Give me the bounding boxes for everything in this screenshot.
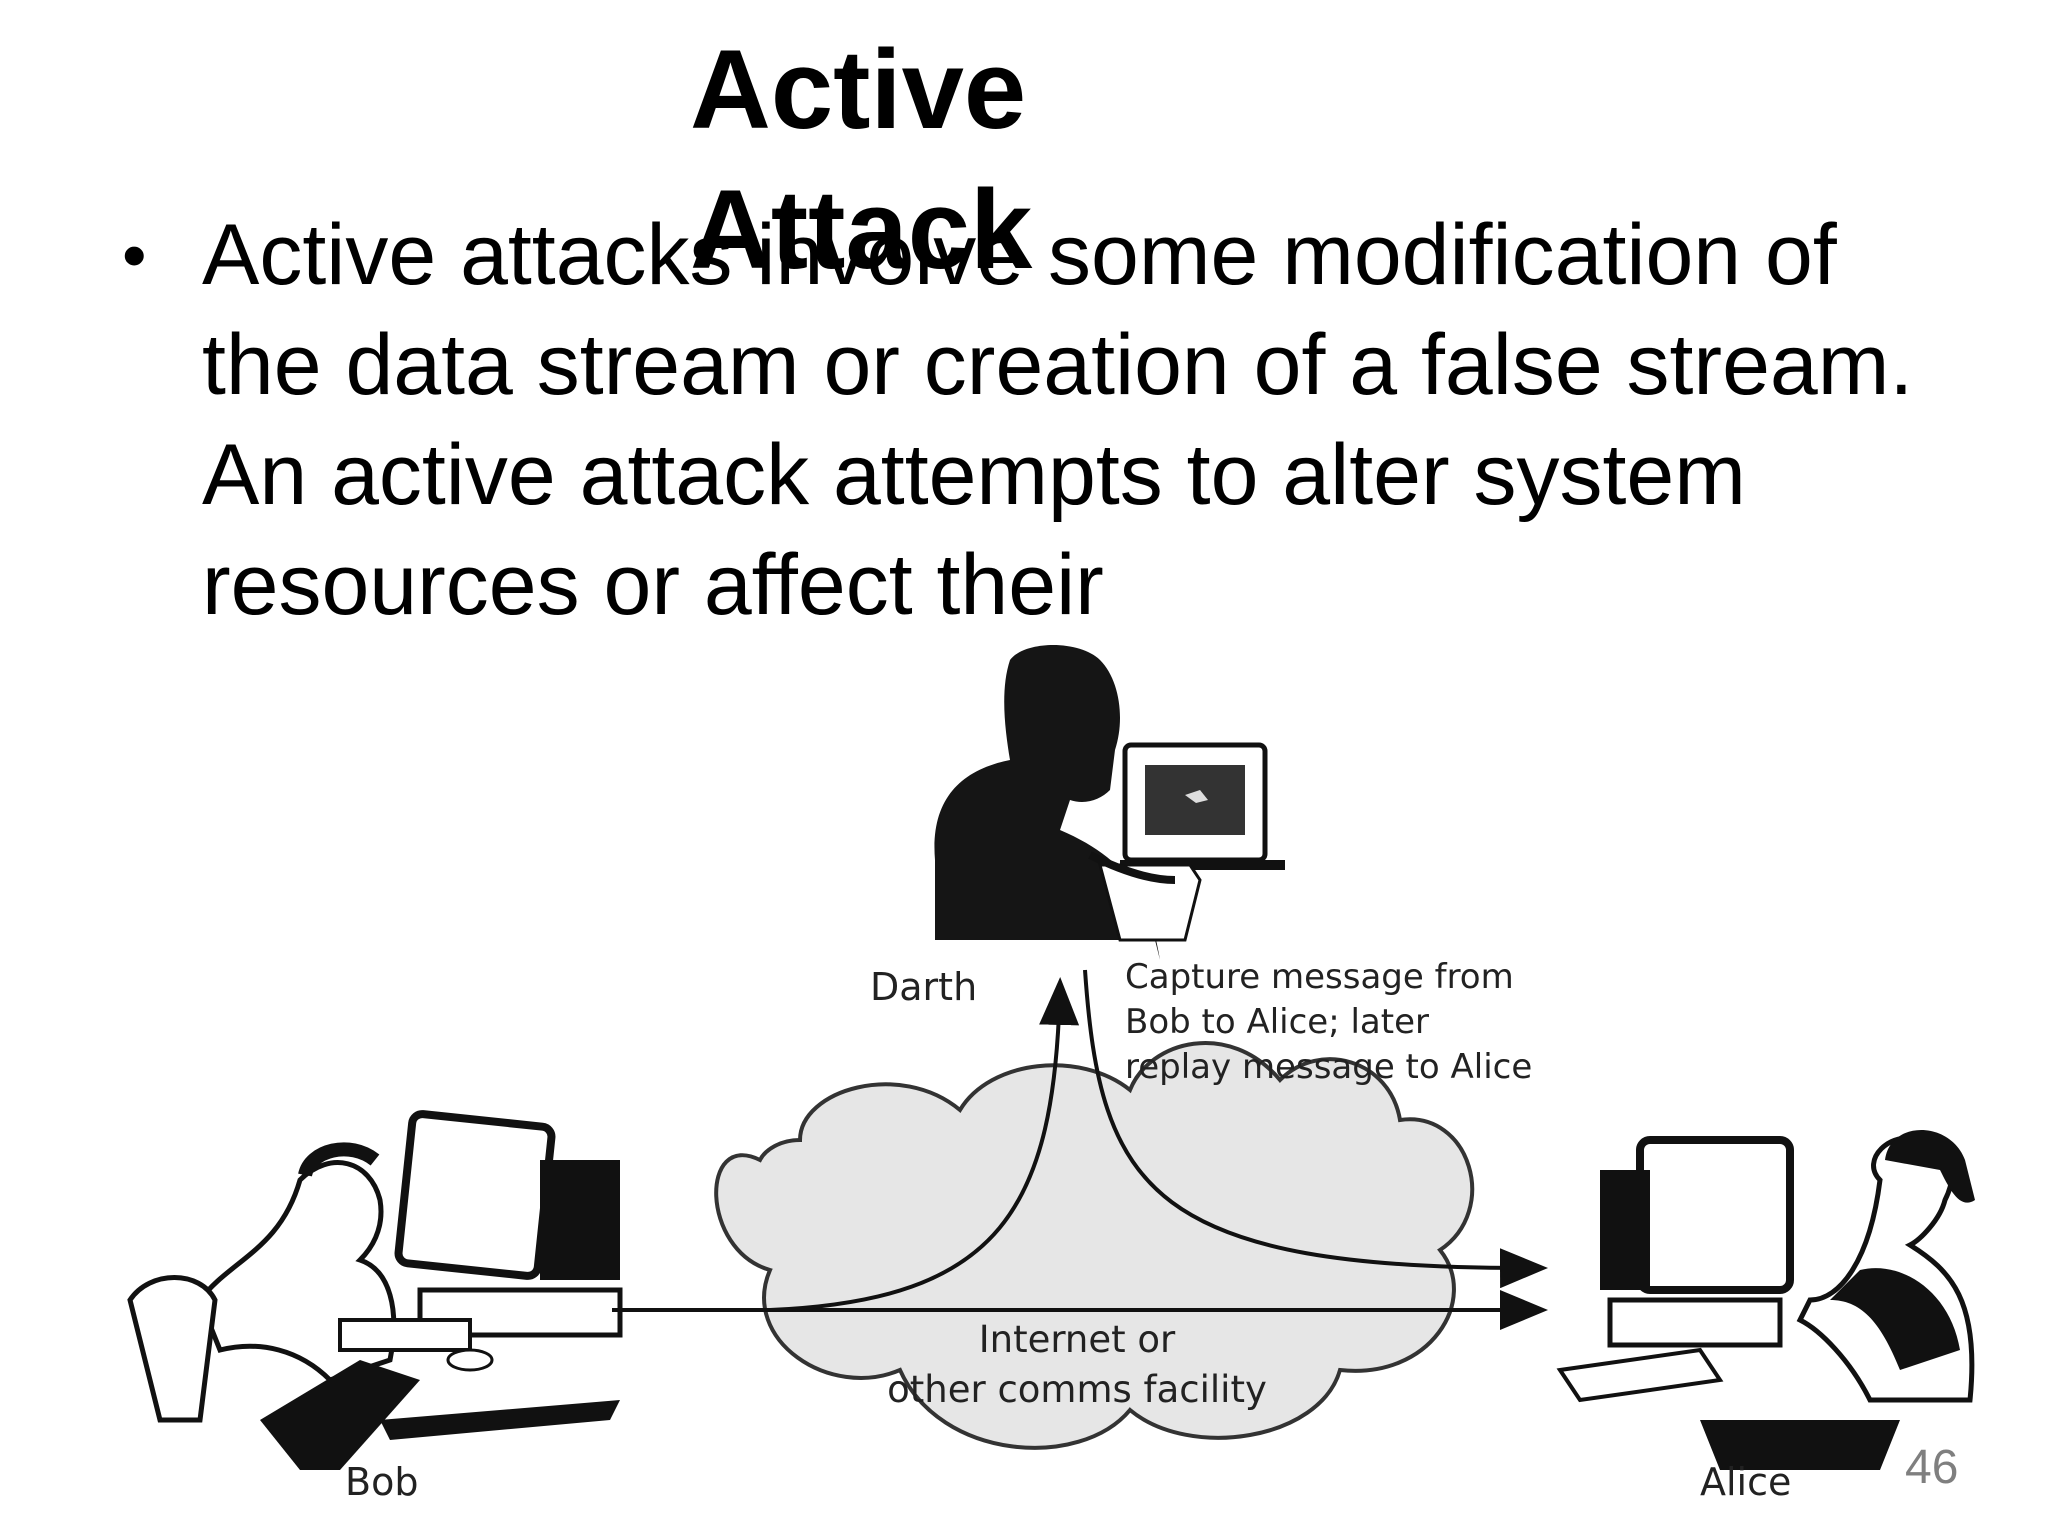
- capture-note-line-3: replay message to Alice: [1125, 1047, 1532, 1087]
- capture-note-line-2: Bob to Alice; later: [1125, 1002, 1429, 1042]
- darth-replay-to-alice-arrow: [1083, 969, 1548, 1289]
- cloud-label-line-1: Internet or: [979, 1318, 1176, 1361]
- slide-title: Active Attack: [690, 27, 1033, 292]
- darth-label: Darth: [870, 965, 977, 1009]
- cloud-label-line-2: other comms facility: [887, 1368, 1267, 1411]
- bob-user-icon: [127, 1110, 623, 1470]
- capture-note-line-1: Capture message from: [1125, 957, 1514, 997]
- bob-to-darth-capture-arrow: [769, 977, 1080, 1312]
- alice-user-icon: [1556, 1130, 1975, 1470]
- bullet-text: Active attacks involve some modification…: [202, 207, 1914, 633]
- darth-hacker-icon: [934, 645, 1285, 960]
- bob-label: Bob: [345, 1460, 418, 1504]
- alice-label: Alice: [1700, 1460, 1791, 1504]
- bullet-dot-icon: •: [122, 216, 147, 294]
- page-number: 46: [1905, 1441, 1959, 1494]
- internet-cloud-icon: [714, 1041, 1475, 1450]
